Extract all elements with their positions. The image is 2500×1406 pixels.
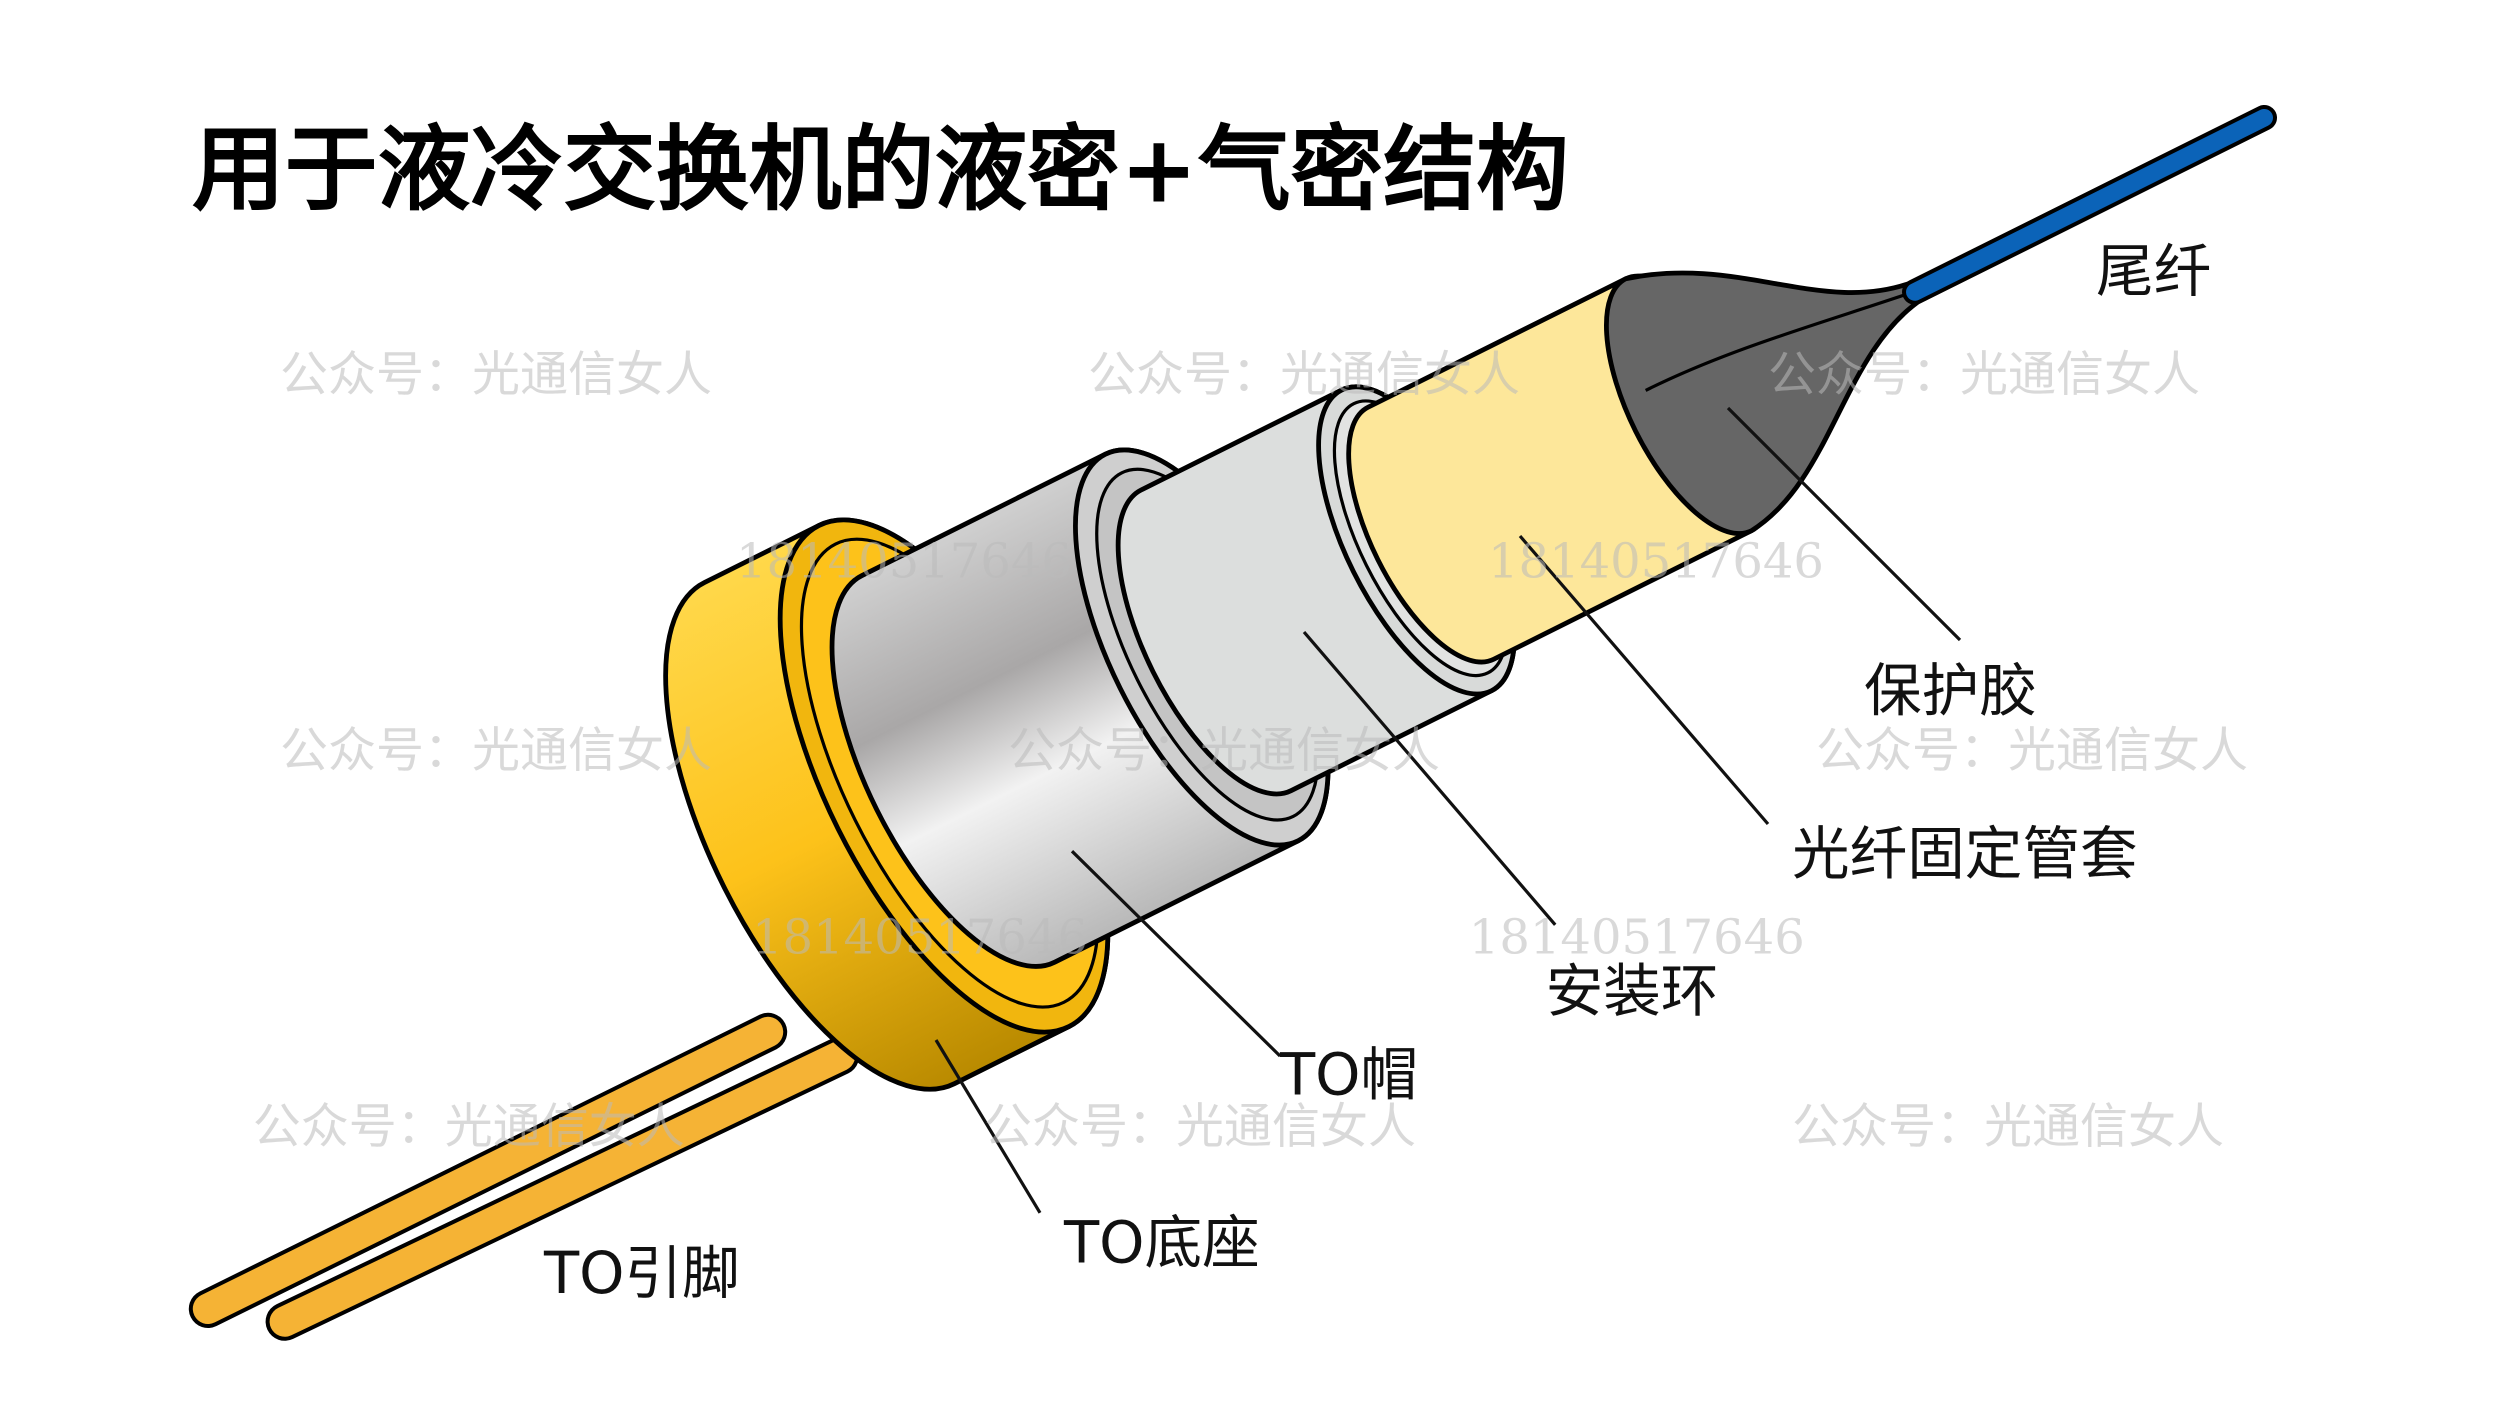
watermark-phone: 18140517646 [752, 910, 1088, 966]
leader-lines [934, 406, 1962, 1214]
watermark: 公众号：光通信女人 [280, 722, 712, 778]
protective-glue [1604, 270, 1926, 536]
watermark: 公众号：光通信女人 [253, 1098, 685, 1154]
label-to-base: TO底座 [1063, 1209, 1260, 1276]
pigtail-fiber [1902, 104, 2278, 305]
watermark: 公众号：光通信女人 [280, 346, 712, 402]
watermark: 公众号：光通信女人 [1008, 722, 1440, 778]
watermark: 公众号：光通信女人 [1088, 346, 1520, 402]
watermark-phone: 18140517646 [1469, 910, 1805, 966]
label-to-cap: TO帽 [1279, 1041, 1418, 1108]
watermark-phone: 18140517646 [736, 534, 1072, 590]
watermark: 公众号：光通信女人 [1768, 346, 2200, 402]
watermark: 公众号：光通信女人 [1792, 1098, 2224, 1154]
watermarks: 公众号：光通信女人 公众号：光通信女人 公众号：光通信女人 公众号：光通信女人 … [253, 346, 2248, 1154]
watermark-phone: 18140517646 [1488, 534, 1824, 590]
watermark: 公众号：光通信女人 [1816, 722, 2248, 778]
label-pigtail: 尾纤 [2096, 238, 2211, 305]
label-mounting-ring: 安装环 [1546, 958, 1719, 1025]
label-to-pins: TO引脚 [543, 1240, 740, 1307]
watermark: 公众号：光通信女人 [984, 1098, 1416, 1154]
label-fiber-sleeve: 光纤固定管套 [1792, 821, 2138, 888]
page-title: 用于液冷交换机的液密+气密结构 [192, 116, 1569, 224]
label-protective-glue: 保护胶 [1864, 657, 2037, 724]
to-pins [188, 1012, 860, 1341]
